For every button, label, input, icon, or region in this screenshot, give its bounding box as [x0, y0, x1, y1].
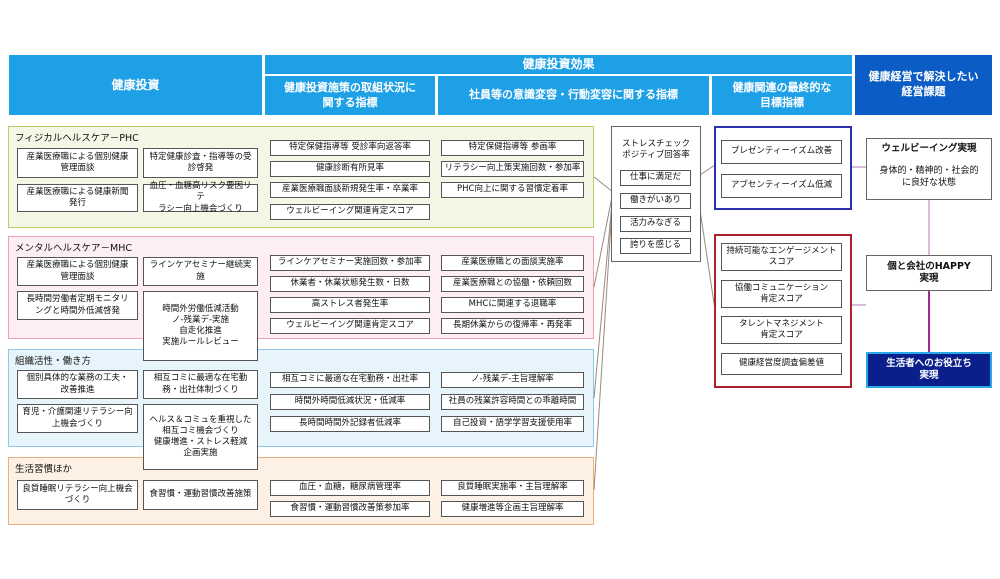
- header-effects: 健康投資効果: [265, 55, 852, 74]
- life-activity-indicator: 血圧・血糖，糖尿病管理率: [270, 480, 430, 496]
- phc-activity-indicator: ウェルビーイング関連肯定スコア: [270, 204, 430, 220]
- org-investment-item: 育児・介護関連リテラシー向 上機会づくり: [17, 404, 138, 433]
- header-activity-indicators: 健康投資施策の取組状況に 関する指標: [265, 76, 435, 115]
- phc-activity-indicator: 特定保健指導等 受診率向返答率: [270, 140, 430, 156]
- section-mhc-title: メンタルヘルスケア－MHC: [15, 243, 132, 254]
- final-indicator-red: タレントマネジメント 肯定スコア: [721, 316, 842, 344]
- section-phc-title: フィジカルヘルスケア－PHC: [15, 133, 139, 144]
- mhc-activity-indicator: ウェルビーイング関連肯定スコア: [270, 318, 430, 334]
- happy-box: 個と会社のHAPPY 実現: [866, 255, 992, 291]
- org-activity-indicator: 長時間時間外記録者低減率: [270, 416, 430, 432]
- phc-investment-item: 産業医療職による健康新聞 発行: [17, 184, 138, 212]
- mhc-investment-item: 長時間労働者定期モニタリ ングと時間外低減啓発: [17, 291, 138, 320]
- life-awareness-indicator: 良質睡眠実施率・主旨理解率: [441, 480, 584, 496]
- phc-investment-item: 特定健康診査・指導等の受 診啓発: [143, 148, 258, 178]
- mhc-activity-indicator: 高ストレス者発生率: [270, 297, 430, 313]
- mhc-activity-indicator: ラインケアセミナー実施回数・参加率: [270, 255, 430, 271]
- phc-awareness-indicator: 特定保健指導等 参画率: [441, 140, 584, 156]
- phc-investment-item: 血圧・血糖高リスク要因リテ ラシー向上機会づくり: [143, 181, 258, 214]
- phc-investment-item: 産業医療職による個別健康 管理面談: [17, 148, 138, 178]
- stress-check-item: 働きがいあり: [620, 193, 691, 209]
- wellbeing-description: 身体的・精神的・社会的 に良好な状態: [868, 162, 990, 194]
- org-awareness-indicator: 自己投資・語学学習支援使用率: [441, 416, 584, 432]
- mhc-investment-item: ラインケアセミナー継続実施: [143, 257, 258, 286]
- section-org-title: 組織活性・働き方: [15, 356, 92, 367]
- final-indicator-red: 健康経営度調査偏差値: [721, 353, 842, 375]
- mhc-awareness-indicator: 産業医療職との協働・依頼回数: [441, 276, 584, 292]
- stress-check-item: 活力みなぎる: [620, 216, 691, 232]
- mhc-investment-item: 時間外労働低減活動 ノ-残業デ-実施 自走化推進 実施ルールレビュー: [143, 291, 258, 361]
- mhc-investment-item: 産業医療職による個別健康 管理面談: [17, 257, 138, 286]
- mhc-awareness-indicator: 長期休業からの復帰率・再発率: [441, 318, 584, 334]
- mhc-awareness-indicator: 産業医療職との面談実施率: [441, 255, 584, 271]
- life-activity-indicator: 食習慣・運動習慣改善策参加率: [270, 501, 430, 517]
- org-awareness-indicator: ノ-残業デ-主旨理解率: [441, 372, 584, 388]
- section-life-title: 生活習慣ほか: [15, 464, 73, 475]
- header-final-indicators: 健康関連の最終的な 目標指標: [712, 76, 852, 115]
- life-investment-item: 食習慣・運動習慣改善施策: [143, 480, 258, 510]
- org-awareness-indicator: 社員の残業許容時間との乖離時間: [441, 394, 584, 410]
- org-activity-indicator: 時間外時間低減状況・低減率: [270, 394, 430, 410]
- mhc-awareness-indicator: MHCに関連する退職率: [441, 297, 584, 313]
- org-investment-item: 個別具体的な業務の工夫・ 改善推進: [17, 370, 138, 399]
- phc-activity-indicator: 産業医療職面談新規発生率・卒業率: [270, 182, 430, 198]
- org-investment-item: 相互コミに最適な在宅勤 務・出社体制づくり: [143, 370, 258, 399]
- phc-awareness-indicator: リテラシー向上策実施回数・参加率: [441, 161, 584, 177]
- life-investment-item: 良質睡眠リテラシー向上機会 づくり: [17, 480, 138, 510]
- stress-check-item: 仕事に満足だ: [620, 170, 691, 186]
- final-indicator-blue: アブセンティーイズム低減: [721, 174, 842, 198]
- org-activity-indicator: 相互コミに最適な在宅勤務・出社率: [270, 372, 430, 388]
- header-awareness-indicators: 社員等の意識変容・行動変容に関する指標: [438, 76, 709, 115]
- final-indicator-red: 持続可能なエンゲージメント スコア: [721, 243, 842, 271]
- phc-activity-indicator: 健康診断有所見率: [270, 161, 430, 177]
- wellbeing-title: ウェルビーイング実現: [868, 141, 990, 157]
- phc-awareness-indicator: PHC向上に関する習慣定着率: [441, 182, 584, 198]
- final-indicator-blue: プレゼンティーイズム改善: [721, 140, 842, 164]
- life-awareness-indicator: 健康増進等企画主旨理解率: [441, 501, 584, 517]
- header-investment: 健康投資: [9, 55, 262, 115]
- stress-check-title: ストレスチェック ポジティブ回答率: [613, 137, 699, 163]
- final-indicator-red: 協働コミュニケーション 肯定スコア: [721, 280, 842, 308]
- mhc-activity-indicator: 休業者・休業状態発生数・日数: [270, 276, 430, 292]
- stress-check-item: 誇りを感じる: [620, 238, 691, 254]
- header-management-issues: 健康経営で解決したい 経営課題: [855, 55, 992, 115]
- contribution-box: 生活者へのお役立ち 実現: [866, 352, 992, 388]
- org-investment-item: ヘルス＆コミュを重視した 相互コミ機会づくり 健康増進・ストレス軽減 企画実施: [143, 404, 258, 470]
